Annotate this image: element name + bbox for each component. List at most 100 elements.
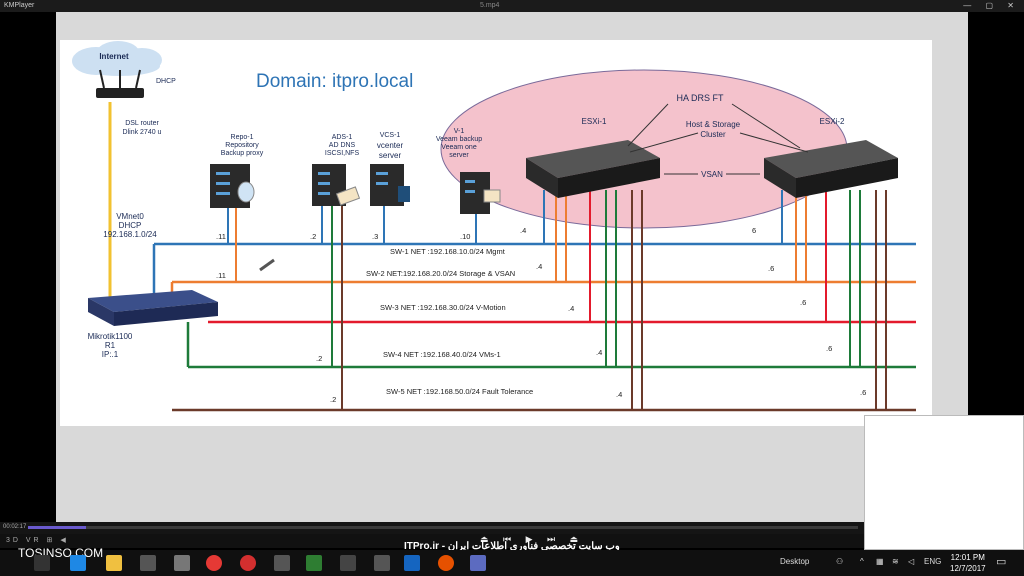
- network-diagram: [72, 41, 916, 412]
- repo-label-2: Repository: [225, 142, 259, 149]
- sw2-label: SW-2 NET:192.168.20.0/24 Storage & VSAN: [366, 269, 516, 278]
- clock-date: 12/7/2017: [950, 564, 986, 573]
- dsl-router-label-2: Dlink 2740 u: [122, 129, 162, 136]
- mikrotik-label-1: Mikrotik1100: [87, 332, 133, 341]
- ip-ads-sw5: .2: [330, 395, 337, 404]
- ip-repo-sw2: .11: [216, 271, 226, 280]
- network-diagram-slide: Domain: itpro.local Internet DHCP DSL ro…: [60, 40, 932, 426]
- chrome-icon[interactable]: [206, 555, 222, 571]
- player-controls: 3D VR ⊞ ◀ ⏏ ⏮ ▶ ⏭ ⏏: [0, 534, 864, 548]
- volume-icon[interactable]: ◁: [908, 557, 915, 566]
- ads-server-icon: [312, 164, 361, 206]
- app-icon[interactable]: [240, 555, 256, 571]
- ads-label-1: ADS-1: [331, 134, 353, 141]
- calculator-icon[interactable]: [274, 555, 290, 571]
- ip-esxi2-sw4: .6: [826, 344, 833, 353]
- app-5-icon[interactable]: [438, 555, 454, 571]
- webcam-overlay: [864, 415, 1024, 550]
- ip-esxi2-sw2: .6: [768, 264, 775, 273]
- mikrotik-router-icon: [88, 290, 218, 326]
- wifi-icon[interactable]: ≋: [892, 557, 899, 566]
- dsl-router-icon: [96, 69, 144, 98]
- veeam-server-icon: [460, 172, 501, 214]
- cluster-storage-label-1: Host & Storage: [685, 120, 741, 129]
- mikrotik-label-3: IP:.1: [101, 350, 119, 359]
- esxi2-server-icon: [764, 140, 898, 198]
- vcs-label-2: vcenter: [376, 141, 404, 150]
- vsan-label: VSAN: [701, 170, 723, 179]
- window-controls[interactable]: — ▢ ✕: [963, 1, 1020, 10]
- domain-title: Domain: itpro.local: [256, 71, 414, 92]
- sw3-label: SW-3 NET :192.168.30.0/24 V-Motion: [380, 303, 506, 312]
- veeam-label-4: server: [449, 152, 469, 159]
- desktop-label[interactable]: Desktop: [780, 557, 810, 566]
- visual-studio-icon[interactable]: [470, 555, 486, 571]
- people-icon[interactable]: ⚇: [836, 557, 844, 566]
- dhcp-label: DHCP: [156, 78, 176, 85]
- mikrotik-label-2: R1: [104, 341, 116, 350]
- cluster-arrows: [627, 103, 809, 175]
- cluster-features-label: HA DRS FT: [676, 93, 724, 103]
- watermark: TOSINSO.COM: [18, 546, 104, 560]
- ip-esxi2-sw3: .6: [800, 298, 807, 307]
- ip-vcs-sw1: .3: [372, 232, 379, 241]
- vcs-server-icon: [370, 164, 410, 206]
- ip-esxi1-sw2: .4: [536, 262, 543, 271]
- pencil-icon: [259, 258, 275, 272]
- network-icon[interactable]: ▦: [876, 557, 884, 566]
- file-explorer-icon[interactable]: [106, 555, 122, 571]
- ip-esxi1-sw1: .4: [520, 226, 527, 235]
- play-controls[interactable]: ⏏ ⏮ ▶ ⏭ ⏏: [480, 534, 585, 544]
- veeam-label-1: V-1: [453, 128, 465, 135]
- ads-label-2: AD DNS: [328, 142, 356, 149]
- repo-label-1: Repo-1: [230, 134, 254, 141]
- ip-esxi2-sw1: 6: [752, 226, 757, 235]
- app-name: KMPlayer: [4, 2, 35, 9]
- internet-label: Internet: [99, 52, 129, 61]
- store-icon[interactable]: [140, 555, 156, 571]
- mail-icon[interactable]: [174, 555, 190, 571]
- ip-esxi1-sw4: .4: [596, 348, 603, 357]
- sw4-label: SW-4 NET :192.168.40.0/24 VMs-1: [383, 350, 501, 359]
- app-4-icon[interactable]: [404, 555, 420, 571]
- veeam-label-3: Veeam one: [441, 144, 477, 151]
- ip-esxi2-sw5: .6: [860, 388, 867, 397]
- seek-track[interactable]: [28, 526, 858, 529]
- ip-esxi1-sw5: .4: [616, 390, 623, 399]
- vcs-label-3: server: [378, 151, 402, 160]
- veeam-label-2: Veeam backup: [435, 136, 483, 143]
- repo-server-icon: [210, 164, 255, 208]
- ads-label-3: ISCSI,NFS: [324, 150, 360, 157]
- repo-label-3: Backup proxy: [220, 150, 264, 157]
- app-3-icon[interactable]: [374, 555, 390, 571]
- sw5-label: SW-5 NET :192.168.50.0/24 Fault Toleranc…: [386, 387, 534, 396]
- ip-repo-sw1: .11: [216, 232, 226, 241]
- clock[interactable]: 12:01 PM 12/7/2017: [950, 552, 986, 574]
- ip-esxi1-sw3: .4: [568, 304, 575, 313]
- esxi2-label: ESXi-2: [819, 117, 845, 126]
- video-caption: ITPro.ir - وب سایت تخصصی فناوری اطلاعات …: [404, 541, 620, 552]
- window-titlebar: KMPlayer 5.mp4 — ▢ ✕: [0, 0, 1024, 12]
- vcs-label-1: VCS-1: [379, 132, 401, 139]
- file-name: 5.mp4: [480, 2, 500, 9]
- cluster-storage-label-2: Cluster: [700, 130, 726, 139]
- clock-time: 12:01 PM: [950, 553, 985, 562]
- edge-icon[interactable]: [70, 555, 86, 571]
- tray-up-icon[interactable]: ^: [860, 557, 864, 566]
- taskbar: TOSINSO.COM Desktop ⚇ ^ ▦ ≋ ◁ ENG 12:01 …: [0, 546, 1024, 576]
- vmnet-label-3: 192.168.1.0/24: [103, 230, 157, 239]
- vmnet-label-1: VMnet0: [116, 212, 144, 221]
- start-icon[interactable]: [34, 555, 50, 571]
- notifications-icon[interactable]: ▭: [996, 556, 1007, 568]
- ip-ads-sw1: .2: [310, 232, 317, 241]
- language-indicator[interactable]: ENG: [924, 557, 942, 566]
- sw1-label: SW-1 NET :192.168.10.0/24 Mgmt: [390, 247, 505, 256]
- seek-bar[interactable]: 00:02:17: [0, 522, 864, 534]
- playback-time: 00:02:17: [3, 524, 27, 530]
- terminal-icon[interactable]: [340, 555, 356, 571]
- app-2-icon[interactable]: [306, 555, 322, 571]
- dsl-router-label-1: DSL router: [125, 120, 159, 127]
- mini-controls[interactable]: 3D VR ⊞ ◀: [6, 537, 69, 544]
- esxi1-label: ESXi-1: [581, 117, 607, 126]
- ip-ads-sw4: .2: [316, 354, 323, 363]
